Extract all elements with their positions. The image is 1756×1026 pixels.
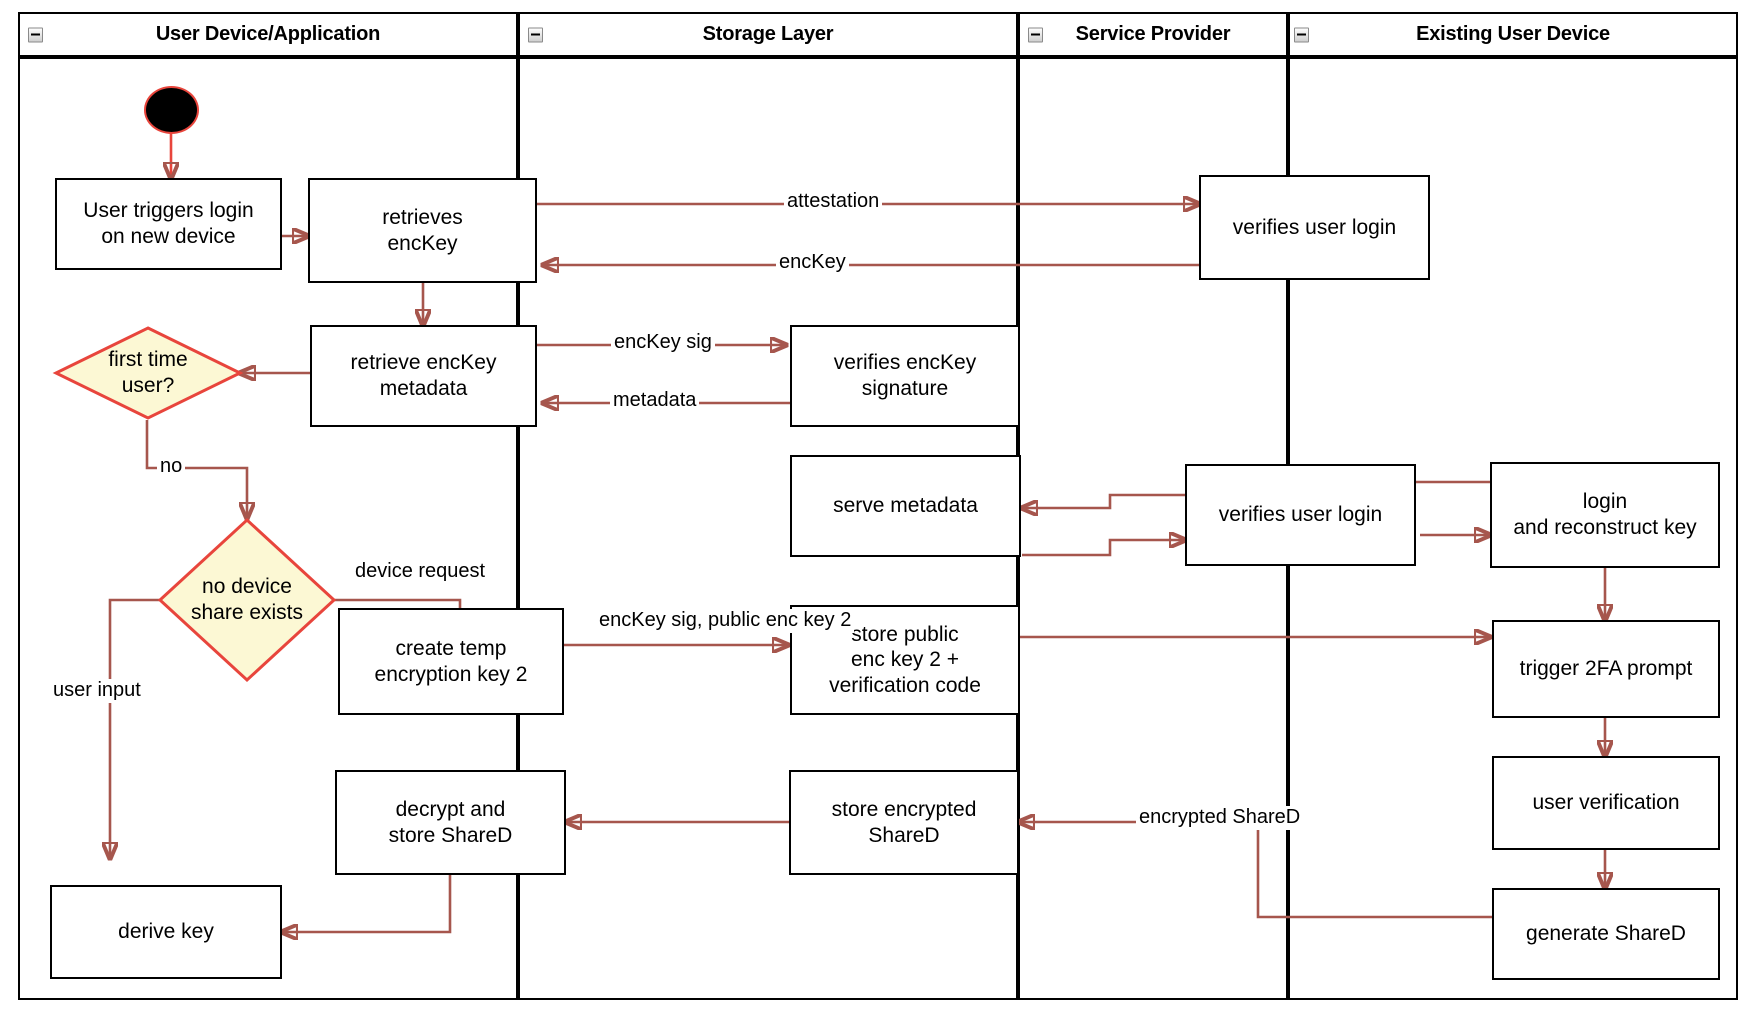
- edge-label-enckey-sig-public-enc-key-2: encKey sig, public enc key 2: [596, 609, 855, 633]
- minus-box-icon[interactable]: [28, 27, 43, 42]
- node-user-triggers-login[interactable]: User triggers login on new device: [55, 178, 282, 270]
- lane-title-existing-user-device: Existing User Device: [1416, 23, 1610, 45]
- minus-box-icon[interactable]: [1294, 27, 1309, 42]
- edge-label-encrypted-shared: encrypted ShareD: [1136, 806, 1304, 830]
- node-derive-key[interactable]: derive key: [50, 885, 282, 979]
- lane-title-storage-layer: Storage Layer: [702, 23, 834, 45]
- minus-box-icon[interactable]: [528, 27, 543, 42]
- lane-header-user-device[interactable]: User Device/Application: [18, 12, 518, 57]
- lane-body-user-device: [18, 57, 518, 1000]
- lane-title-service-provider: Service Provider: [1075, 23, 1231, 45]
- decision-no-device-share-exists[interactable]: no device share exists: [157, 517, 337, 683]
- lane-header-storage-layer[interactable]: Storage Layer: [518, 12, 1018, 57]
- node-trigger-2fa-prompt[interactable]: trigger 2FA prompt: [1492, 620, 1720, 718]
- lane-title-user-device: User Device/Application: [155, 23, 381, 45]
- edge-label-enckey-sig: encKey sig: [611, 331, 715, 355]
- node-verifies-enckey-signature[interactable]: verifies encKey signature: [790, 325, 1020, 427]
- node-user-verification[interactable]: user verification: [1492, 756, 1720, 850]
- node-generate-shared[interactable]: generate ShareD: [1492, 888, 1720, 980]
- node-serve-metadata[interactable]: serve metadata: [790, 455, 1021, 557]
- initial-node: [144, 86, 199, 134]
- lane-header-service-provider[interactable]: Service Provider: [1018, 12, 1288, 57]
- edge-label-device-request: device request: [352, 560, 489, 584]
- decision-first-time-user[interactable]: first time user?: [52, 326, 244, 420]
- edge-label-no: no: [157, 455, 186, 479]
- minus-box-icon[interactable]: [1028, 27, 1043, 42]
- edge-label-user-input: user input: [50, 679, 144, 703]
- edge-label-metadata: metadata: [610, 389, 700, 413]
- node-verifies-user-login-top[interactable]: verifies user login: [1199, 175, 1430, 280]
- lane-header-existing-user-device[interactable]: Existing User Device: [1288, 12, 1738, 57]
- node-create-temp-encryption-key-2[interactable]: create temp encryption key 2: [338, 608, 564, 715]
- node-retrieve-enckey-metadata[interactable]: retrieve encKey metadata: [310, 325, 537, 427]
- node-store-encrypted-shared[interactable]: store encrypted ShareD: [789, 770, 1019, 875]
- node-login-and-reconstruct-key[interactable]: login and reconstruct key: [1490, 462, 1720, 568]
- edge-label-attestation: attestation: [784, 190, 883, 214]
- node-verifies-user-login-mid[interactable]: verifies user login: [1185, 464, 1416, 566]
- node-decrypt-and-store-shared[interactable]: decrypt and store ShareD: [335, 770, 566, 875]
- edge-label-enckey: encKey: [776, 251, 849, 275]
- node-retrieves-enckey[interactable]: retrieves encKey: [308, 178, 537, 283]
